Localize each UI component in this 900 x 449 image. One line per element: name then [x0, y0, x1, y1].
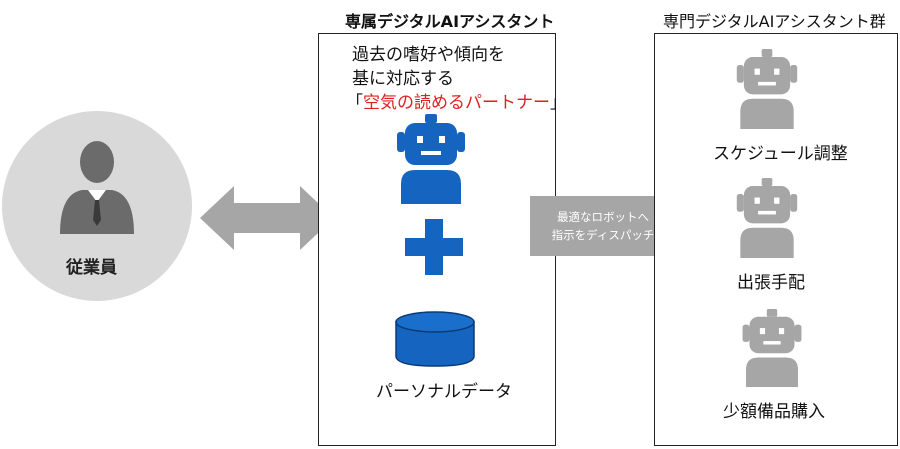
dispatch-line-1: 最適なロボットへ [557, 210, 649, 224]
item-label-schedule: スケジュール調整 [713, 144, 848, 164]
double-arrow [200, 186, 334, 250]
assistant-robot-icon [397, 114, 465, 204]
highlight-text: 空気の読めるパートナー [363, 93, 550, 113]
dispatch-line-2: 指示をディスパッチ [551, 228, 655, 242]
description-line-2: 基に対応する [352, 69, 454, 89]
middle-panel-title: 専属デジタルAIアシスタント [345, 12, 555, 31]
personal-data-label: パーソナルデータ [376, 382, 512, 402]
description-line-1: 過去の嗜好や傾向を [352, 45, 505, 65]
dispatch-box: 最適なロボットへ 指示をディスパッチ [530, 196, 676, 256]
robot-icon-purchase [742, 309, 802, 387]
plus-icon [405, 219, 463, 275]
item-label-travel: 出張手配 [737, 273, 805, 293]
robot-icon-travel [736, 178, 798, 258]
employee-icon [60, 141, 134, 234]
highlight-line: 「空気の読めるパートナー」 [346, 88, 567, 113]
right-panel-title: 専門デジタルAIアシスタント群 [663, 12, 886, 31]
item-label-purchase: 少額備品購入 [723, 402, 825, 422]
database-icon [395, 311, 475, 367]
quote-open: 「 [346, 93, 363, 113]
quote-close: 」 [550, 93, 567, 113]
robot-icon-schedule [736, 49, 798, 129]
employee-label: 従業員 [66, 258, 117, 278]
